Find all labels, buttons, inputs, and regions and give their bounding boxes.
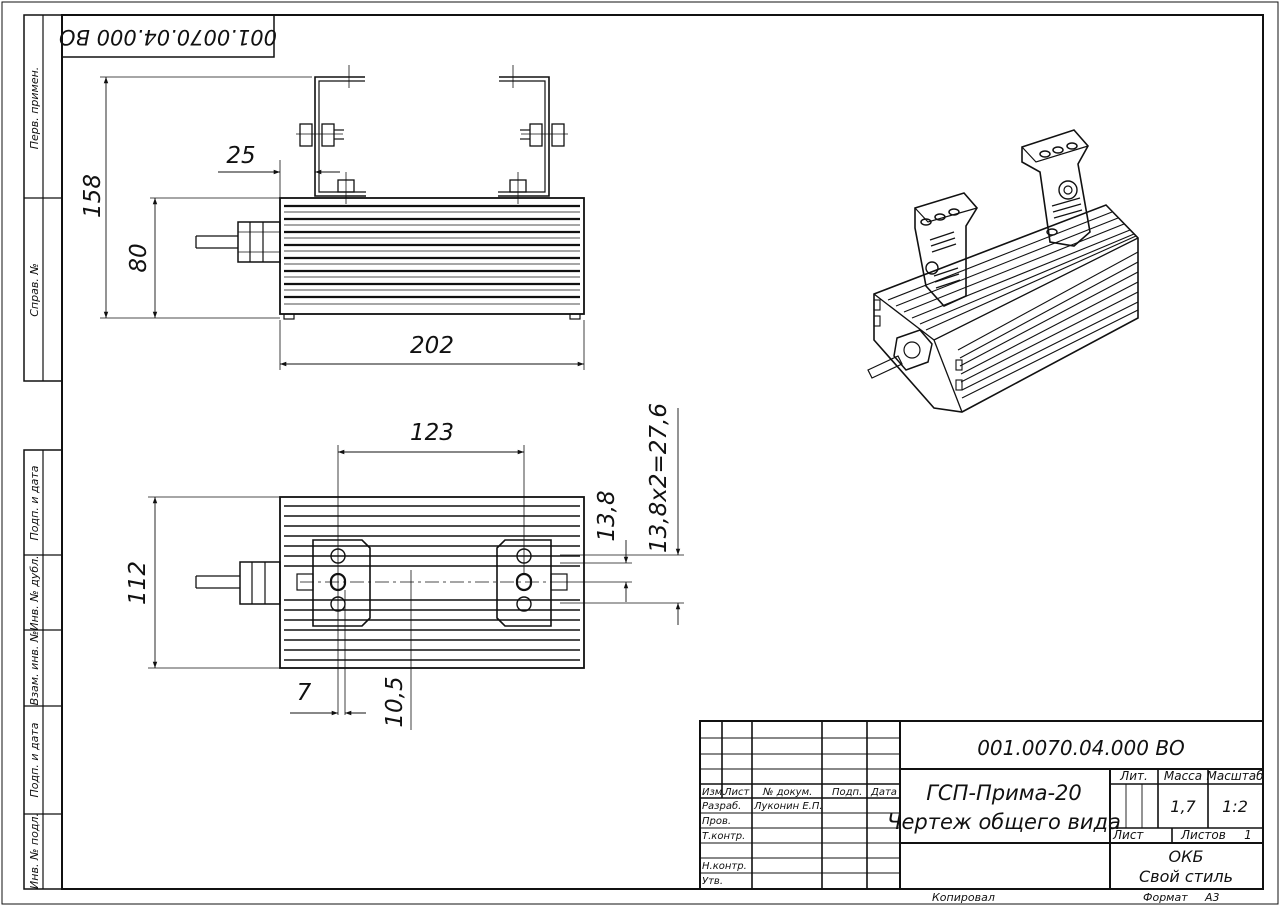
dim-10-5: 10,5: [382, 676, 408, 727]
row-razrab: Разраб.: [702, 800, 741, 812]
copied-label: Копировал: [932, 891, 995, 904]
sheets-label: Листов: [1180, 828, 1226, 842]
stamp-podp-data-1: Подп. и дата: [28, 465, 41, 540]
top-view-dimensions: [148, 408, 684, 730]
stamp-perv-primen: Перв. примен.: [28, 67, 41, 150]
col-izm: Изм.: [702, 787, 726, 798]
col-date: Дата: [870, 787, 897, 798]
side-stamp-bottom: [23, 449, 63, 890]
lit-label: Лит.: [1119, 769, 1148, 783]
org-name-1: ОКБ: [1169, 847, 1204, 866]
dim-7: 7: [297, 680, 312, 706]
title-designation: 001.0070.04.000 ВО: [977, 736, 1185, 760]
side-stamp-top: [23, 14, 63, 382]
dim-112: 112: [125, 561, 151, 605]
dim-13-8x2: 13,8х2=27,6: [646, 403, 672, 553]
row-tkontr: Т.контр.: [702, 831, 745, 842]
stamp-sprav-nomer: Справ. №: [28, 263, 41, 317]
dim-25: 25: [226, 143, 255, 169]
sheets-value: 1: [1244, 828, 1252, 842]
corner-designation: 001.0070.04.000 ВО: [59, 25, 277, 49]
title-block: [699, 720, 1264, 890]
dim-202: 202: [410, 333, 454, 359]
col-list: Лист: [723, 787, 751, 798]
mass-label: Масса: [1164, 769, 1202, 783]
format-label: Формат: [1143, 891, 1188, 904]
row-utv: Утв.: [702, 876, 723, 887]
col-sign: Подп.: [832, 787, 862, 798]
stamp-inv-podl: Инв. № подл.: [28, 813, 41, 889]
title-doc-title: Чертеж общего вида: [887, 810, 1121, 834]
dim-158: 158: [80, 174, 106, 218]
mass-value: 1,7: [1170, 797, 1196, 816]
corner-designation-box: [61, 14, 275, 58]
row-prov: Пров.: [702, 816, 731, 827]
dim-80: 80: [126, 243, 152, 272]
stamp-inv-dubl: Инв. № дубл.: [28, 555, 41, 630]
front-view-dimensions: [100, 76, 585, 370]
col-doc: № докум.: [762, 787, 812, 798]
org-name-2: Свой стиль: [1139, 867, 1233, 886]
dim-13-8: 13,8: [594, 490, 620, 541]
razrab-name: Луконин Е.П.: [753, 801, 823, 812]
format-value: А3: [1204, 891, 1220, 904]
row-nkontr: Н.контр.: [702, 861, 747, 872]
stamp-podp-data-2: Подп. и дата: [28, 722, 41, 797]
sheet-label: Лист: [1112, 828, 1144, 842]
stamp-vzam-inv: Взам. инв. №: [28, 631, 41, 706]
isometric-view: [867, 129, 1139, 413]
top-view: [195, 496, 585, 669]
scale-value: 1:2: [1222, 797, 1248, 816]
front-view: [195, 65, 585, 320]
scale-label: Масштаб: [1206, 769, 1264, 783]
title-product-name: ГСП-Прима-20: [926, 781, 1082, 805]
dim-123: 123: [410, 420, 454, 446]
